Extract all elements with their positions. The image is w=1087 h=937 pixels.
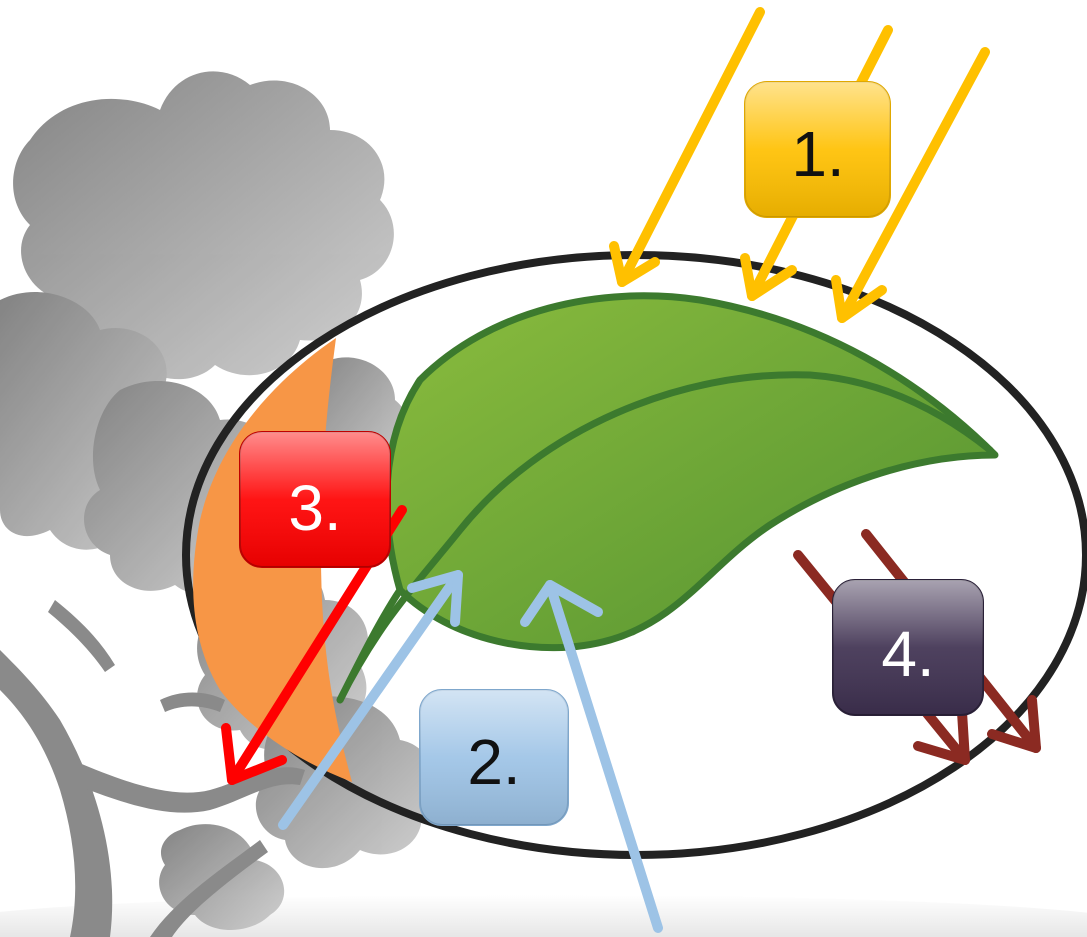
- leaf-icon: [336, 292, 999, 704]
- upward-arrows: [278, 570, 663, 933]
- label-4: 4.: [832, 579, 984, 716]
- label-2-text: 2.: [467, 726, 520, 798]
- label-1: 1.: [744, 81, 891, 218]
- label-2: 2.: [419, 689, 569, 826]
- label-3-text: 3.: [288, 472, 341, 544]
- label-4-text: 4.: [881, 618, 934, 690]
- label-1-text: 1.: [791, 118, 844, 190]
- label-3: 3.: [239, 431, 391, 568]
